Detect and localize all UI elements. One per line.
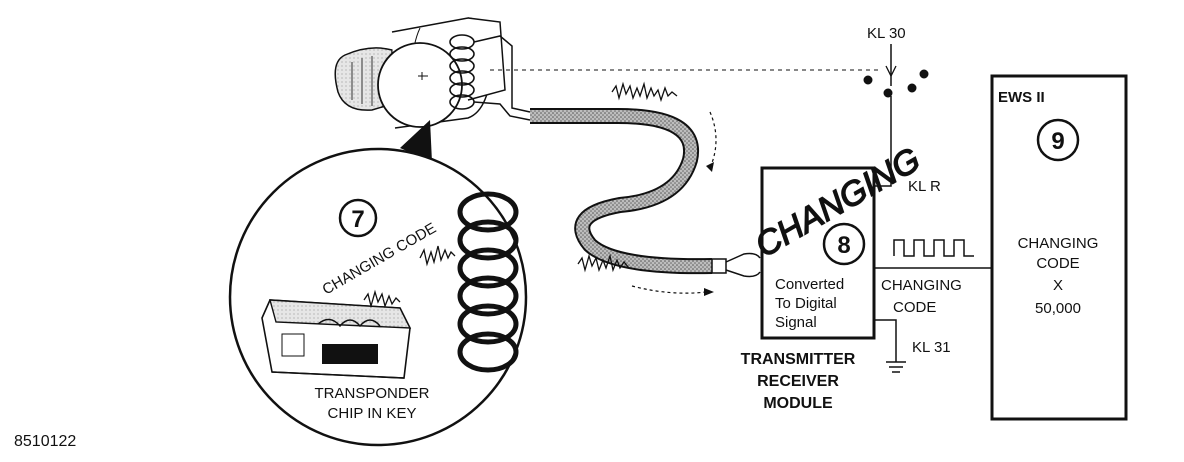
rf-signal-waves — [363, 81, 678, 309]
module-number: 8 — [837, 232, 850, 259]
link-code-line2: CODE — [893, 299, 936, 316]
transponder-chip — [261, 299, 412, 379]
ews-number: 9 — [1051, 128, 1064, 155]
transponder-number-circle — [338, 198, 378, 238]
transponder-chip-line2: CHIP IN KEY — [328, 405, 417, 422]
flow-arrows — [631, 111, 717, 294]
ignition-switch — [863, 44, 929, 187]
transponder-detail — [228, 120, 528, 447]
antenna-cable — [530, 108, 761, 278]
klr-label: KL R — [908, 178, 941, 195]
kl30-label: KL 30 — [867, 25, 906, 42]
module-title-line2: RECEIVER — [757, 373, 839, 390]
link-code-line1: CHANGING — [881, 277, 962, 294]
figure-id: 8510122 — [14, 433, 76, 450]
ews-line2: CODE — [1036, 255, 1079, 272]
ews-line1: CHANGING — [1018, 235, 1099, 252]
kl31-label: KL 31 — [912, 339, 951, 356]
module-converted-line2: To Digital — [775, 295, 837, 312]
module-converted-line3: Signal — [775, 314, 817, 331]
transponder-chip-line1: TRANSPONDER — [314, 385, 429, 402]
ews-line4: 50,000 — [1035, 300, 1081, 317]
ews-control-module — [990, 74, 1128, 421]
module-title-line3: MODULE — [763, 395, 833, 412]
ews-title: EWS II — [998, 89, 1045, 106]
ground-symbol — [874, 319, 906, 373]
module-converted-line1: Converted — [775, 276, 844, 293]
module-title-line1: TRANSMITTER — [741, 351, 856, 368]
ignition-lock-assembly — [334, 17, 531, 129]
transponder-number: 7 — [351, 206, 364, 233]
ews-line3: X — [1053, 277, 1063, 294]
digital-data-line — [874, 239, 992, 269]
transmitter-receiver-module — [760, 166, 876, 340]
